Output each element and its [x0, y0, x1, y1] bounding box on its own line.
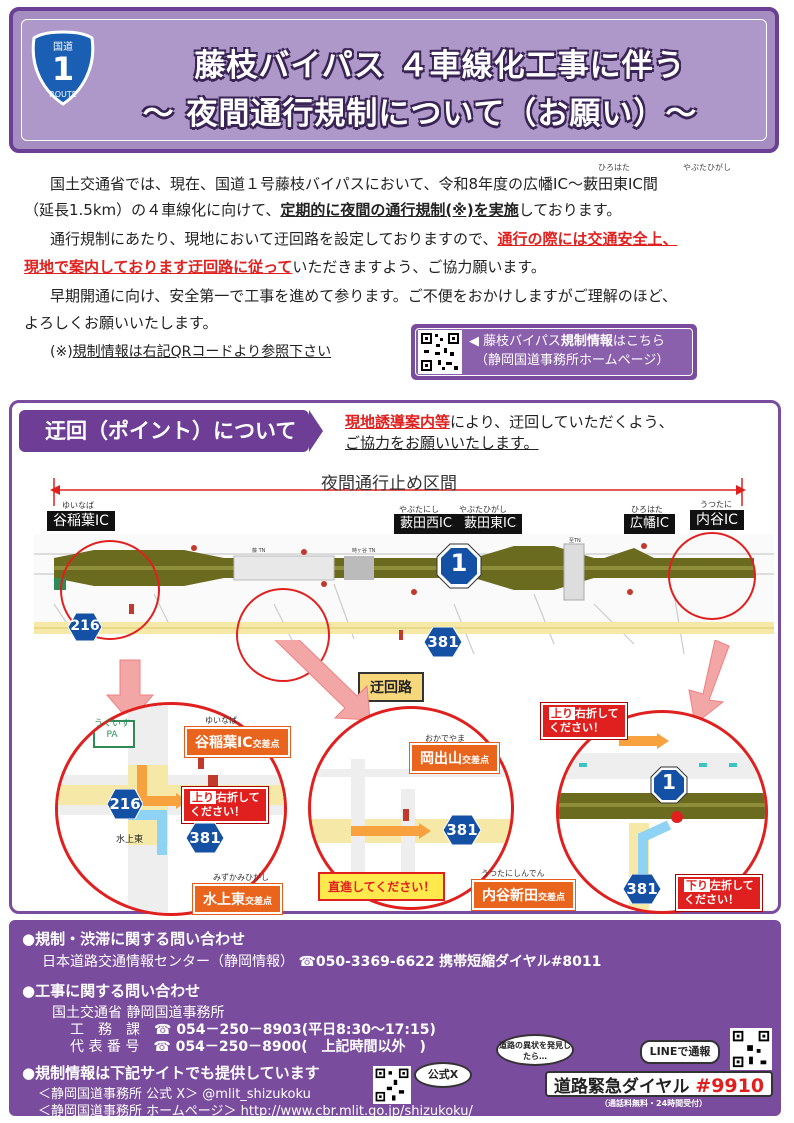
- road-emergency-dial[interactable]: 道路緊急ダイヤル #9910: [545, 1071, 773, 1097]
- intro-note: (※)規制情報は右記QRコードより参照下さい: [50, 344, 332, 360]
- detail-route-1-marker-icon: [650, 766, 688, 804]
- dial-note: （通話料無料・24時間受付）: [600, 1099, 708, 1108]
- ruby-yabutahigashi: やぶたひがし: [683, 163, 731, 172]
- shield-bottom-text: ROUTE: [49, 90, 77, 99]
- mizukami-small-label: 水上東: [116, 835, 144, 845]
- okadeyama-straight-tag: 直進してください！: [318, 872, 446, 901]
- closure-range-label: 夜間通行止め区間: [321, 474, 457, 494]
- detail-route-381-hex-icon-c: [623, 874, 661, 904]
- footer-x-account[interactable]: ＜静岡国道事務所 公式 X＞ @mlit_shizukoku: [38, 1087, 311, 1102]
- intro-paragraph-3b: よろしくお願いいたします。: [24, 314, 218, 332]
- detail-route-381-label-c: 381: [626, 880, 658, 898]
- page-title-line2: ～ 夜間通行規制について（お願い）～: [142, 96, 698, 132]
- overview-focus-uchiya: [668, 532, 756, 620]
- shield-number: 1: [51, 50, 75, 88]
- footer-engineering-dept: 工 務 課 ☎ 054－250－8903(平日8:30～17:15): [70, 1022, 436, 1038]
- footer-homepage[interactable]: ＜静岡国道事務所 ホームページ＞ http://www.cbr.mlit.go.…: [38, 1104, 473, 1119]
- overview-road-map: 藤 TN 時ヶ谷 TN 至TN: [34, 538, 774, 655]
- mizukami-ruby: みずかみひがし: [213, 873, 269, 882]
- map-label-tunnel-end: 至TN: [569, 538, 581, 544]
- ic-ruby-yabutanishi: やぶたにし: [399, 505, 439, 514]
- page-title-line1: 藤枝バイパス ４車線化工事に伴う: [194, 48, 686, 84]
- intro-paragraph-2b: 現地で案内しております迂回路に従っていただきますよう、ご協力願います。: [24, 258, 546, 276]
- uchiya-up-right-tag: 上り右折してください！: [541, 703, 627, 739]
- okadeyama-intersection-callout: 岡出山交差点: [410, 743, 500, 773]
- detail-route-381-hex-icon-a: [186, 823, 224, 853]
- route-1-marker-icon: [436, 543, 482, 589]
- ic-ruby-yuinaba: ゆいなば: [62, 501, 94, 510]
- detour-notice: 現地誘導案内等により、迂回していただくよう、 ご協力をお願いいたします。: [345, 413, 674, 452]
- line-report-badge: LINEで通報: [640, 1040, 720, 1064]
- intro-paragraph-1a: 国土交通省では、現在、国道１号藤枝バイパスにおいて、令和8年度の広幡IC～藪田東…: [50, 175, 658, 193]
- footer-heading-traffic: ●規制・渋滞に関する問い合わせ: [22, 930, 246, 948]
- shield-top-text: 国道: [53, 42, 73, 53]
- intro-paragraph-3a: 早期開通に向け、安全第一で工事を進めて参ります。ご不便をおかけしますがご理解のほ…: [50, 287, 678, 305]
- yuinaba-intersection-callout: 谷稲葉IC交差点: [185, 727, 290, 757]
- ic-ruby-uchiya: うつたに: [700, 500, 732, 509]
- footer-heading-sites: ●規制情報は下記サイトでも提供しています: [22, 1064, 320, 1082]
- zoom-arrows: [105, 640, 730, 725]
- detail-route-1-number: 1: [662, 770, 676, 794]
- route-216-hex-icon: [68, 613, 102, 641]
- x-qr-code-icon[interactable]: [373, 1066, 411, 1104]
- yuinaba-right-turn-tag: 上り右折してください！: [182, 787, 268, 823]
- ruby-hirohata: ひろはた: [598, 163, 630, 172]
- route-216-label: 216: [70, 618, 100, 634]
- uchiya-down-left-tag: 下り左折してください！: [676, 875, 762, 911]
- regulation-info-qr-link[interactable]: ◀ 藤枝バイパス規制情報はこちら （静岡国道事務所ホームページ）: [411, 324, 697, 380]
- qr-code-icon: [418, 330, 462, 374]
- line-qr-code-icon[interactable]: [730, 1028, 772, 1070]
- header-banner: [9, 7, 779, 153]
- footer-traffic-contact: 日本道路交通情報センター（静岡情報） ☎050-3369-6622 携帯短縮ダイ…: [42, 954, 602, 970]
- ic-label-hirohata: 広幡IC: [624, 514, 675, 534]
- detail-okadeyama-map: [311, 759, 511, 899]
- overview-focus-okadeyama: [236, 588, 330, 682]
- detail-route-381-label-b: 381: [446, 821, 478, 839]
- ic-ruby-yabutahigashi: やぶたひがし: [459, 505, 507, 514]
- route-381-label: 381: [427, 633, 459, 651]
- pa-label-uguisu: うぐいす PA: [93, 719, 130, 740]
- intro-paragraph-2a: 通行規制にあたり、現地において迂回路を設定しておりますので、通行の際には交通安全…: [50, 230, 678, 248]
- route-1-marker-number: 1: [450, 549, 468, 577]
- map-label-tunnel-tokigaya: 時ヶ谷 TN: [352, 547, 376, 554]
- header-inner-frame: [21, 19, 767, 141]
- uchiya-ruby: うつたにしんでん: [481, 869, 545, 878]
- uchiya-intersection-callout: 内谷新田交差点: [472, 880, 576, 910]
- detail-route-381-hex-icon-b: [443, 815, 481, 845]
- intro-paragraph-1b: （延長1.5km）の４車線化に向けて、定期的に夜間の通行規制(※)を実施しており…: [24, 201, 622, 219]
- detail-route-381-label-a: 381: [189, 829, 221, 847]
- ic-label-uchiya: 内谷IC: [690, 510, 744, 530]
- route-1-shield-icon: [31, 30, 95, 106]
- ic-label-yabutanishi: 藪田西IC: [394, 514, 458, 534]
- mizukami-intersection-callout: 水上東交差点: [193, 884, 283, 914]
- yuinaba-ruby: ゆいなば: [205, 716, 237, 725]
- ic-label-yuinaba: 谷稲葉IC: [47, 511, 115, 531]
- footer-heading-construction: ●工事に関する問い合わせ: [22, 982, 201, 1000]
- qr-link-text: ◀ 藤枝バイパス規制情報はこちら: [469, 334, 665, 349]
- footer-office-name: 国土交通省 静岡国道事務所: [52, 1005, 225, 1021]
- overview-focus-yuinaba: [60, 540, 160, 640]
- detour-section-title: 迂回（ポイント）について: [19, 410, 323, 452]
- okadeyama-ruby: おかでやま: [425, 734, 465, 743]
- route-381-hex-icon: [424, 627, 462, 657]
- ic-label-yabutahigashi: 藪田東IC: [458, 514, 522, 534]
- detail-route-216-hex-icon: [107, 789, 143, 819]
- closure-range-arrow: [50, 478, 746, 506]
- map-label-tunnel-fuji: 藤 TN: [252, 547, 266, 554]
- ic-ruby-hirohata: ひろはた: [631, 505, 663, 514]
- footer-main-number: 代 表 番 号 ☎ 054－250－8900( 上記時間以外 ): [70, 1039, 426, 1055]
- detail-route-216-label: 216: [109, 795, 141, 813]
- qr-link-subtext: （静岡国道事務所ホームページ）: [475, 353, 670, 368]
- found-anomaly-bubble: 道路の異状を発見したら…: [496, 1034, 574, 1066]
- x-official-badge: 公式X: [414, 1062, 472, 1088]
- detour-route-label: 迂回路: [358, 672, 424, 702]
